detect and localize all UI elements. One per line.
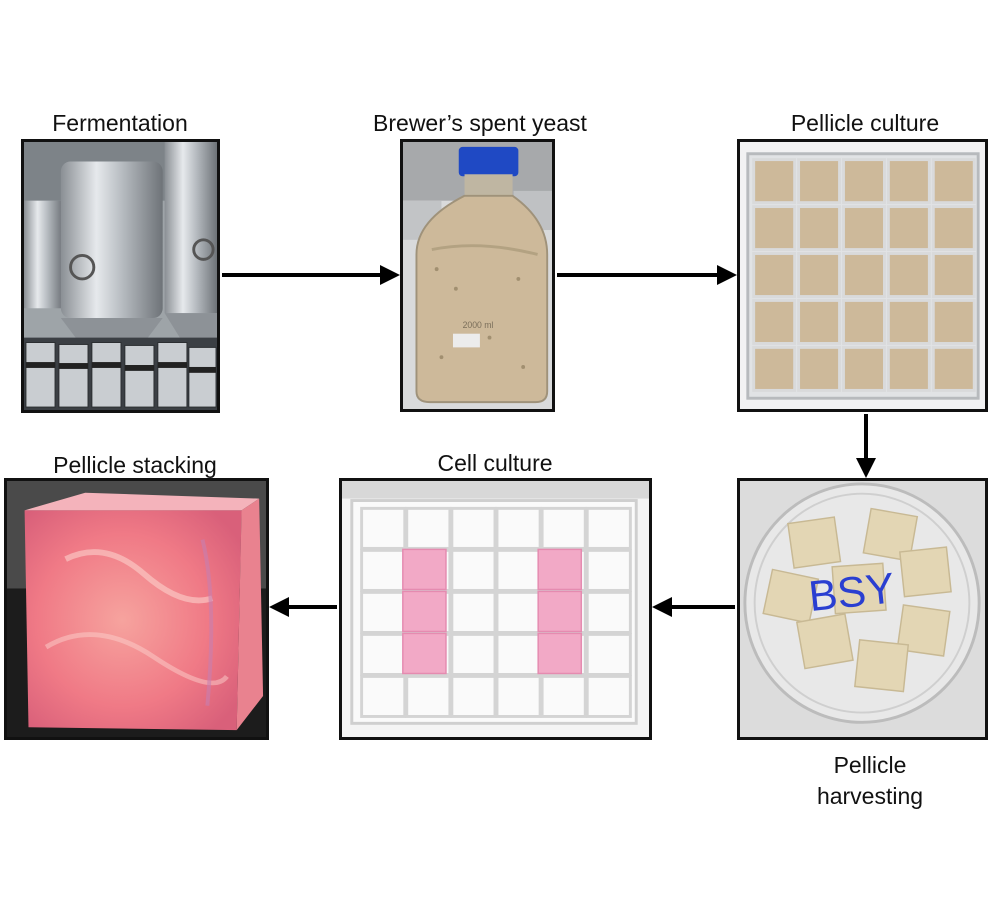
culture-well (797, 345, 842, 392)
pellicle-harvesting-photo: BSY (737, 478, 988, 740)
cell-culture-label: Cell culture (437, 450, 553, 476)
cell-culture-well (405, 506, 452, 550)
culture-well (752, 345, 797, 392)
cell-culture-well (540, 674, 587, 718)
cell-culture-well (585, 674, 632, 718)
petri-dish-pellicles-photo-icon: BSY (740, 481, 985, 737)
cell-culture-well (540, 506, 587, 550)
pellicle-harvesting-label-line2: harvesting (816, 783, 924, 809)
culture-well (886, 298, 931, 345)
cell-culture-well (585, 506, 632, 550)
cell-culture-well (360, 674, 407, 718)
culture-well (931, 298, 976, 345)
pellicle-harvesting-label-line1: Pellicle (833, 752, 907, 778)
culture-well (797, 158, 842, 205)
culture-well (842, 158, 886, 205)
cell-culture-well (495, 506, 542, 550)
pellicle-harvesting-label: Pellicle harvesting (760, 750, 980, 812)
pellicle-stacking-label: Pellicle stacking (53, 452, 217, 478)
culture-well (797, 298, 842, 345)
cell-culture-well (585, 548, 632, 592)
pink-media-well (537, 590, 583, 633)
culture-well (842, 298, 886, 345)
cell-culture-well (585, 632, 632, 676)
spent-yeast-photo: 2000 ml (400, 139, 555, 412)
culture-well (797, 205, 842, 252)
culture-well (886, 252, 931, 298)
pellicle-culture-label: Pellicle culture (790, 110, 940, 136)
pink-media-well (402, 632, 447, 675)
culture-well (842, 345, 886, 392)
fermentation-label: Fermentation (52, 110, 188, 136)
cell-culture-well (450, 548, 497, 592)
culture-well (931, 345, 976, 392)
cell-culture-well (495, 674, 542, 718)
pellicle-culture-tray-photo-icon (740, 142, 985, 409)
culture-well (797, 252, 842, 298)
cell-culture-well (450, 674, 497, 718)
pink-media-well (537, 632, 583, 675)
spent-yeast-label: Brewer’s spent yeast (373, 110, 587, 136)
cell-culture-well (450, 632, 497, 676)
culture-well (752, 205, 797, 252)
culture-well (931, 252, 976, 298)
fermentation-photo (21, 139, 220, 413)
cell-culture-well (405, 674, 452, 718)
culture-well (886, 158, 931, 205)
spent-yeast-bottle-photo-icon: 2000 ml (403, 142, 552, 409)
pink-media-well (537, 548, 583, 591)
cell-culture-photo (339, 478, 652, 740)
cell-culture-tray-photo-icon (342, 481, 649, 737)
culture-well (842, 205, 886, 252)
pink-media-well (402, 548, 447, 591)
pellicle-culture-photo (737, 139, 988, 412)
pink-media-well (402, 590, 447, 633)
cell-culture-well (450, 506, 497, 550)
brewery-fermentation-tanks-photo-icon (24, 142, 217, 410)
culture-well (752, 158, 797, 205)
cell-culture-well (360, 506, 407, 550)
bottle-volume-text: 2000 ml (463, 320, 494, 330)
pellicle-stacking-photo (4, 478, 269, 740)
dish-marker-text: BSY (806, 564, 896, 621)
culture-well (931, 158, 976, 205)
culture-well (931, 205, 976, 252)
culture-well (886, 205, 931, 252)
culture-well (752, 252, 797, 298)
stacked-pellicle-cube-photo-icon (7, 481, 266, 737)
cell-culture-well (585, 590, 632, 634)
culture-well (886, 345, 931, 392)
culture-well (842, 252, 886, 298)
culture-well (752, 298, 797, 345)
cell-culture-well (450, 590, 497, 634)
